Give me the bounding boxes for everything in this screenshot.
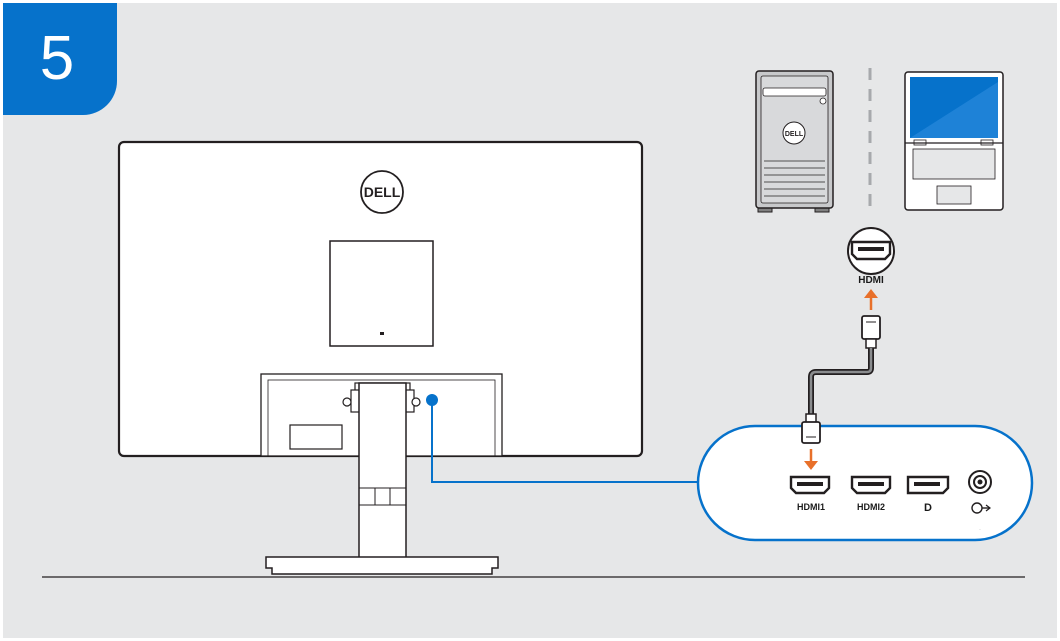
hdmi-2-port-icon — [850, 475, 892, 495]
svg-text:DELL: DELL — [785, 131, 804, 138]
insert-arrow-down-icon — [804, 449, 818, 470]
audio-jack-icon — [968, 470, 992, 494]
audio-out-label: G — [980, 529, 981, 531]
displayport-port-icon — [906, 475, 950, 495]
dell-logo-small-icon — [782, 121, 806, 145]
hdmi-1-port-icon — [789, 475, 831, 495]
hdmi-1-label: HDMI1 — [797, 502, 825, 512]
displayport-label: D — [924, 502, 932, 514]
dell-logo-icon — [360, 170, 404, 214]
monitor-ports-callout: HDMI1 HDMI2 D G — [696, 413, 1034, 542]
power-port — [289, 424, 343, 450]
step-number-badge: 5 — [3, 3, 117, 115]
audio-out-symbol-icon — [971, 502, 991, 514]
source-hdmi-port: HDMI — [847, 227, 895, 286]
callout-leader-line — [431, 400, 700, 483]
source-port-label: HDMI — [858, 275, 884, 286]
hdmi-cable-icon — [808, 315, 881, 416]
laptop-keyboard — [912, 148, 996, 180]
stand-neck — [358, 382, 407, 562]
insert-arrow-up-icon — [864, 289, 878, 310]
stand-base — [265, 556, 499, 575]
vesa-plate — [329, 240, 434, 347]
laptop-icon — [904, 71, 1004, 211]
laptop-trackpad — [936, 185, 972, 205]
hdmi-2-label: HDMI2 — [857, 502, 885, 512]
monitor-back-icon: DELL — [117, 140, 644, 575]
desktop-tower-icon: DELL — [755, 70, 834, 213]
dell-logo-text: DELL — [364, 184, 401, 200]
